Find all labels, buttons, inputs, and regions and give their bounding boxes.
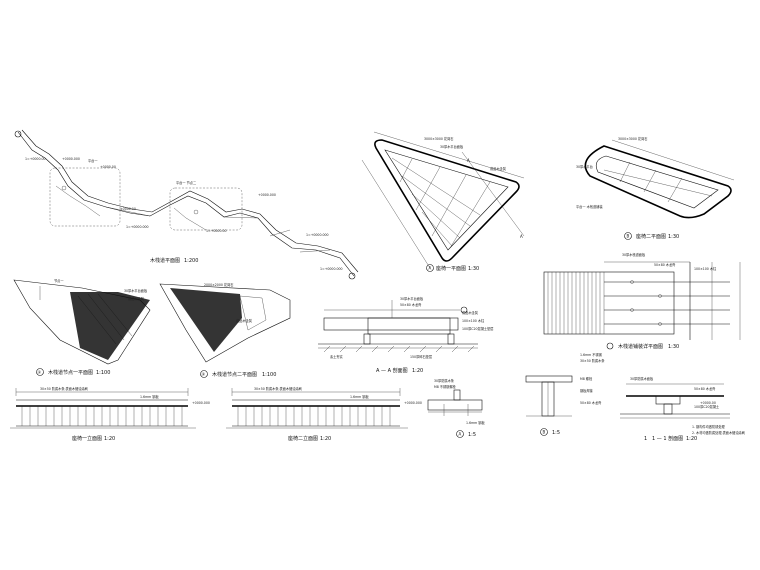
svg-text:1.6mm 钢板: 1.6mm 钢板	[466, 420, 485, 425]
paving-detail-plan: 30厚木栈道面板 50×80 木龙骨 100×100 木柱 木栈道铺装详平面图 …	[543, 252, 741, 350]
bench-two-plan: 3000×3000 花岗石 30厚木平台 平台一 木栈道铺装 B 座椅二平面图 …	[576, 136, 735, 240]
node-two-plan: 2000×2000 花岗石 成品木坐凳 ② 木栈道节点二平面图 1:100	[159, 282, 291, 378]
svg-text:50×80 木龙骨: 50×80 木龙骨	[694, 386, 715, 391]
section-cut-marker-2: A	[520, 234, 523, 239]
elev1-scale: 1:20	[104, 436, 115, 442]
svg-text:100厚C20混凝土: 100厚C20混凝土	[694, 404, 720, 409]
svg-text:1.6mm 钢板: 1.6mm 钢板	[140, 394, 159, 399]
section-cut-marker: A	[467, 158, 470, 163]
svg-text:1.6mm 钢板: 1.6mm 钢板	[350, 394, 369, 399]
svg-text:30厚木栈道面板: 30厚木栈道面板	[622, 252, 646, 257]
bench2-scale: 1:30	[668, 234, 679, 240]
svg-text:50×80 木龙骨: 50×80 木龙骨	[654, 262, 675, 267]
svg-text:30厚防腐木面板: 30厚防腐木面板	[630, 376, 654, 381]
svg-text:素土夯实: 素土夯实	[330, 354, 343, 359]
svg-text:成品木坐凳: 成品木坐凳	[128, 296, 145, 301]
svg-text:30×50 防腐木条,表面木蜡油涂刷: 30×50 防腐木条,表面木蜡油涂刷	[40, 386, 88, 391]
note-1: 1. 钢构件均做防锈处理	[692, 424, 726, 429]
section-1-1: 30厚防腐木面板 50×80 木龙骨 100厚C20混凝土 +0000.00 1…	[620, 376, 730, 442]
site-plan-scale: 1:200	[184, 258, 198, 264]
svg-text:钢板焊接: 钢板焊接	[580, 388, 594, 393]
node1-marker: ①	[38, 370, 42, 375]
svg-text:30×50 防腐木条,表面木蜡油涂刷: 30×50 防腐木条,表面木蜡油涂刷	[254, 386, 302, 391]
node1-caption: 木栈道节点一平面图	[48, 369, 93, 376]
svg-text:平台一 节点二: 平台一 节点二	[176, 180, 196, 185]
svg-text:+0000.000: +0000.000	[62, 157, 80, 161]
svg-text:成品木坐凳: 成品木坐凳	[236, 318, 253, 323]
svg-text:节点一: 节点一	[54, 278, 64, 283]
svg-text:1=+0000.000: 1=+0000.000	[126, 225, 149, 229]
section-11-marker: 1	[644, 436, 647, 442]
svg-text:±0000.00: ±0000.00	[120, 207, 136, 211]
svg-text:50×80 木龙骨: 50×80 木龙骨	[580, 400, 601, 405]
svg-text:+0000.000: +0000.000	[192, 401, 210, 405]
svg-text:1.6mm 不锈钢: 1.6mm 不锈钢	[580, 352, 602, 357]
node-one-plan: 节点一 30厚木平台面板 成品木坐凳 ① 木栈道节点一平面图 1:100	[13, 278, 151, 376]
elev2-scale: 1:20	[320, 436, 331, 442]
svg-text:+0000.000: +0000.000	[404, 401, 422, 405]
svg-text:1=+0000.00: 1=+0000.00	[25, 157, 46, 161]
svg-text:100×100 木柱: 100×100 木柱	[694, 266, 717, 271]
svg-text:50×80 木龙骨: 50×80 木龙骨	[400, 302, 421, 307]
detail-b: 1.6mm 不锈钢 30×50 防腐木条 M8 螺栓 钢板焊接 50×80 木龙…	[525, 352, 605, 436]
bench1-callout-marker: A	[429, 266, 432, 271]
svg-text:平台一: 平台一	[88, 158, 98, 163]
elev2-caption: 座椅二立面图	[288, 435, 318, 442]
svg-text:M8 不锈钢螺栓: M8 不锈钢螺栓	[434, 384, 457, 389]
svg-text:+0000.00: +0000.00	[700, 401, 716, 405]
svg-text:成品木坐凳: 成品木坐凳	[490, 166, 507, 171]
svg-text:30厚防腐木条: 30厚防腐木条	[434, 378, 455, 383]
svg-text:3000×3000 花岗石: 3000×3000 花岗石	[618, 136, 647, 141]
paving-detail-caption: 木栈道铺装详平面图	[618, 343, 663, 350]
svg-text:+0000.000: +0000.000	[258, 193, 276, 197]
svg-text:1=+0000.00: 1=+0000.00	[206, 229, 227, 233]
svg-text:30厚木平台面板: 30厚木平台面板	[440, 144, 464, 149]
node2-scale: 1:100	[262, 372, 276, 378]
svg-text:3000×3000 花岗石: 3000×3000 花岗石	[424, 136, 453, 141]
detail-b-marker: B	[543, 430, 546, 435]
svg-text:30厚木平台面板: 30厚木平台面板	[400, 296, 424, 301]
node2-marker: ②	[202, 372, 206, 377]
svg-text:100×100 木柱: 100×100 木柱	[462, 318, 485, 323]
section-11-scale: 1:20	[686, 436, 697, 442]
svg-text:30厚木平台: 30厚木平台	[576, 164, 593, 169]
svg-text:平台一 木栈道铺装: 平台一 木栈道铺装	[576, 204, 603, 209]
bench1-caption: 座椅一平面图	[436, 265, 466, 272]
detail-a-marker: A	[459, 432, 462, 437]
section-aa-caption: A — A 剖面图	[376, 367, 408, 374]
bench-one-plan: 3000×3000 花岗石 30厚木平台面板 成品木坐凳 A 座椅一平面图 1:…	[361, 131, 525, 272]
svg-text:+0000.00: +0000.00	[100, 165, 116, 169]
bench1-scale: 1:30	[468, 266, 479, 272]
svg-text:150厚碎石垫层: 150厚碎石垫层	[410, 354, 432, 359]
detail-b-scale: 1:5	[552, 430, 560, 436]
svg-text:成品木坐凳: 成品木坐凳	[462, 310, 479, 315]
svg-text:M8 螺栓: M8 螺栓	[580, 376, 593, 381]
svg-text:30厚木平台面板: 30厚木平台面板	[124, 288, 148, 293]
section-aa-scale: 1:20	[412, 368, 423, 374]
svg-text:100厚C20混凝土垫层: 100厚C20混凝土垫层	[462, 326, 494, 331]
boardwalk-site-plan: 1=+0000.00 +0000.000 平台一 +0000.00 ±0000.…	[14, 129, 359, 280]
section-11-caption: 1 — 1 剖面图	[652, 435, 683, 442]
node2-caption: 木栈道节点二平面图	[212, 371, 257, 378]
svg-text:1=+0000.000: 1=+0000.000	[320, 267, 343, 271]
bench2-caption: 座椅二平面图	[636, 233, 666, 240]
elev1-caption: 座椅一立面图	[72, 435, 102, 442]
bench-one-elevation: 30×50 防腐木条,表面木蜡油涂刷 1.6mm 钢板 +0000.000 座椅…	[10, 386, 210, 442]
svg-text:30×50 防腐木条: 30×50 防腐木条	[580, 358, 605, 363]
note-2: 2. 木材均做防腐处理,表面木蜡油涂刷	[692, 430, 745, 435]
paving-detail-scale: 1:30	[668, 344, 679, 350]
bench-two-elevation: 30×50 防腐木条,表面木蜡油涂刷 1.6mm 钢板 +0000.000 座椅…	[226, 386, 422, 442]
svg-text:1=+0000.000: 1=+0000.000	[306, 233, 329, 237]
bench2-callout-marker: B	[627, 234, 630, 239]
section-a-a: 30厚木平台面板 50×80 木龙骨 成品木坐凳 100×100 木柱 100厚…	[318, 296, 494, 374]
detail-a: 30厚防腐木条 M8 不锈钢螺栓 1.6mm 钢板 A 1:5	[427, 378, 485, 438]
site-plan-caption: 木栈道平面图	[150, 257, 180, 264]
node1-scale: 1:100	[96, 370, 110, 376]
general-notes: 1. 钢构件均做防锈处理 2. 木材均做防腐处理,表面木蜡油涂刷	[692, 424, 745, 435]
detail-a-scale: 1:5	[468, 432, 476, 438]
svg-text:2000×2000 花岗石: 2000×2000 花岗石	[204, 282, 233, 287]
